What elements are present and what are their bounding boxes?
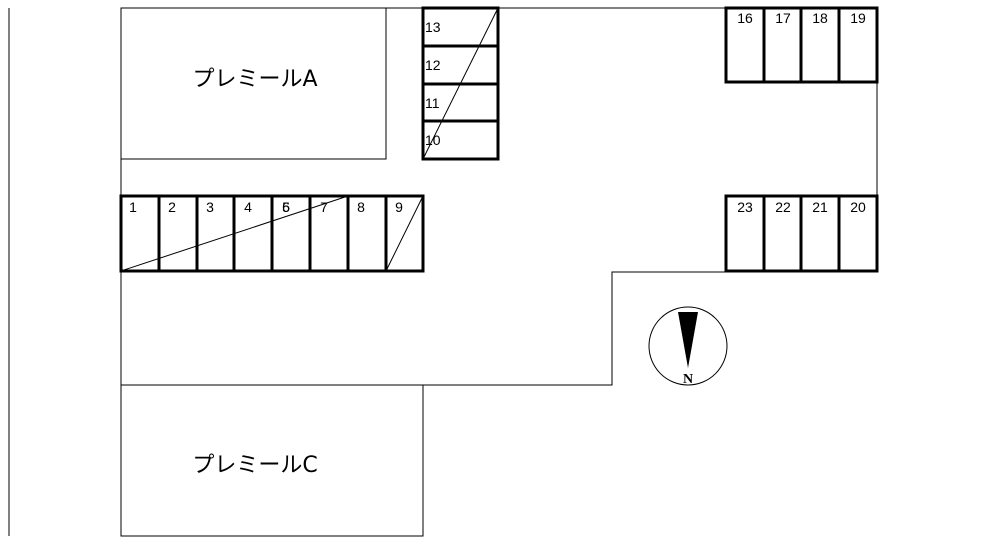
space-2-label: 2 (168, 199, 176, 215)
space-21-label: 21 (812, 199, 828, 215)
hatch-spaces-10-13 (422, 7, 499, 160)
space-16-label: 16 (737, 10, 753, 26)
parking-column-10-13: 13 12 11 10 (421, 6, 500, 161)
space-12-label: 12 (425, 57, 441, 73)
compass-ring (648, 306, 728, 386)
compass-needle-icon (678, 312, 698, 368)
space-22-label: 22 (775, 199, 791, 215)
space-11-label: 11 (425, 95, 440, 111)
space-1-label: 1 (129, 199, 137, 215)
space-23-label: 23 (737, 199, 753, 215)
space-4-label: 4 (244, 199, 252, 215)
space-18-label: 18 (812, 10, 828, 26)
hatch-spaces-1-7 (120, 195, 349, 272)
building-premiru-c: プレミールC (120, 384, 424, 537)
parking-row-20-23: 23 22 21 20 (724, 194, 879, 273)
space-9-visible-label: 9 (395, 199, 403, 215)
space-13-label: 13 (425, 19, 441, 35)
parking-row-1-9: 1 2 3 4 5 6 7 8 9 (119, 194, 425, 273)
space-8-label: 8 (357, 199, 365, 215)
building-c-outline (120, 384, 424, 537)
building-a-label: プレミールA (192, 67, 317, 92)
space-7-label: 7 (320, 199, 328, 215)
space-20-label: 20 (850, 199, 866, 215)
compass: N (648, 306, 728, 387)
space-5-label: 5 (282, 199, 290, 215)
space-17-label: 17 (775, 10, 791, 26)
space-6-label: 6 (282, 199, 290, 215)
space-3-label: 3 (206, 199, 214, 215)
building-a-outline (120, 7, 387, 160)
building-premiru-a: プレミールA (120, 7, 387, 160)
parking-row-16-19: 16 17 18 19 (724, 6, 879, 84)
space-19-label: 19 (850, 10, 866, 26)
building-c-label: プレミールC (192, 453, 317, 478)
compass-north-label: N (683, 372, 693, 387)
hatch-space-9 (385, 195, 424, 272)
space-10-label: 10 (425, 132, 441, 148)
